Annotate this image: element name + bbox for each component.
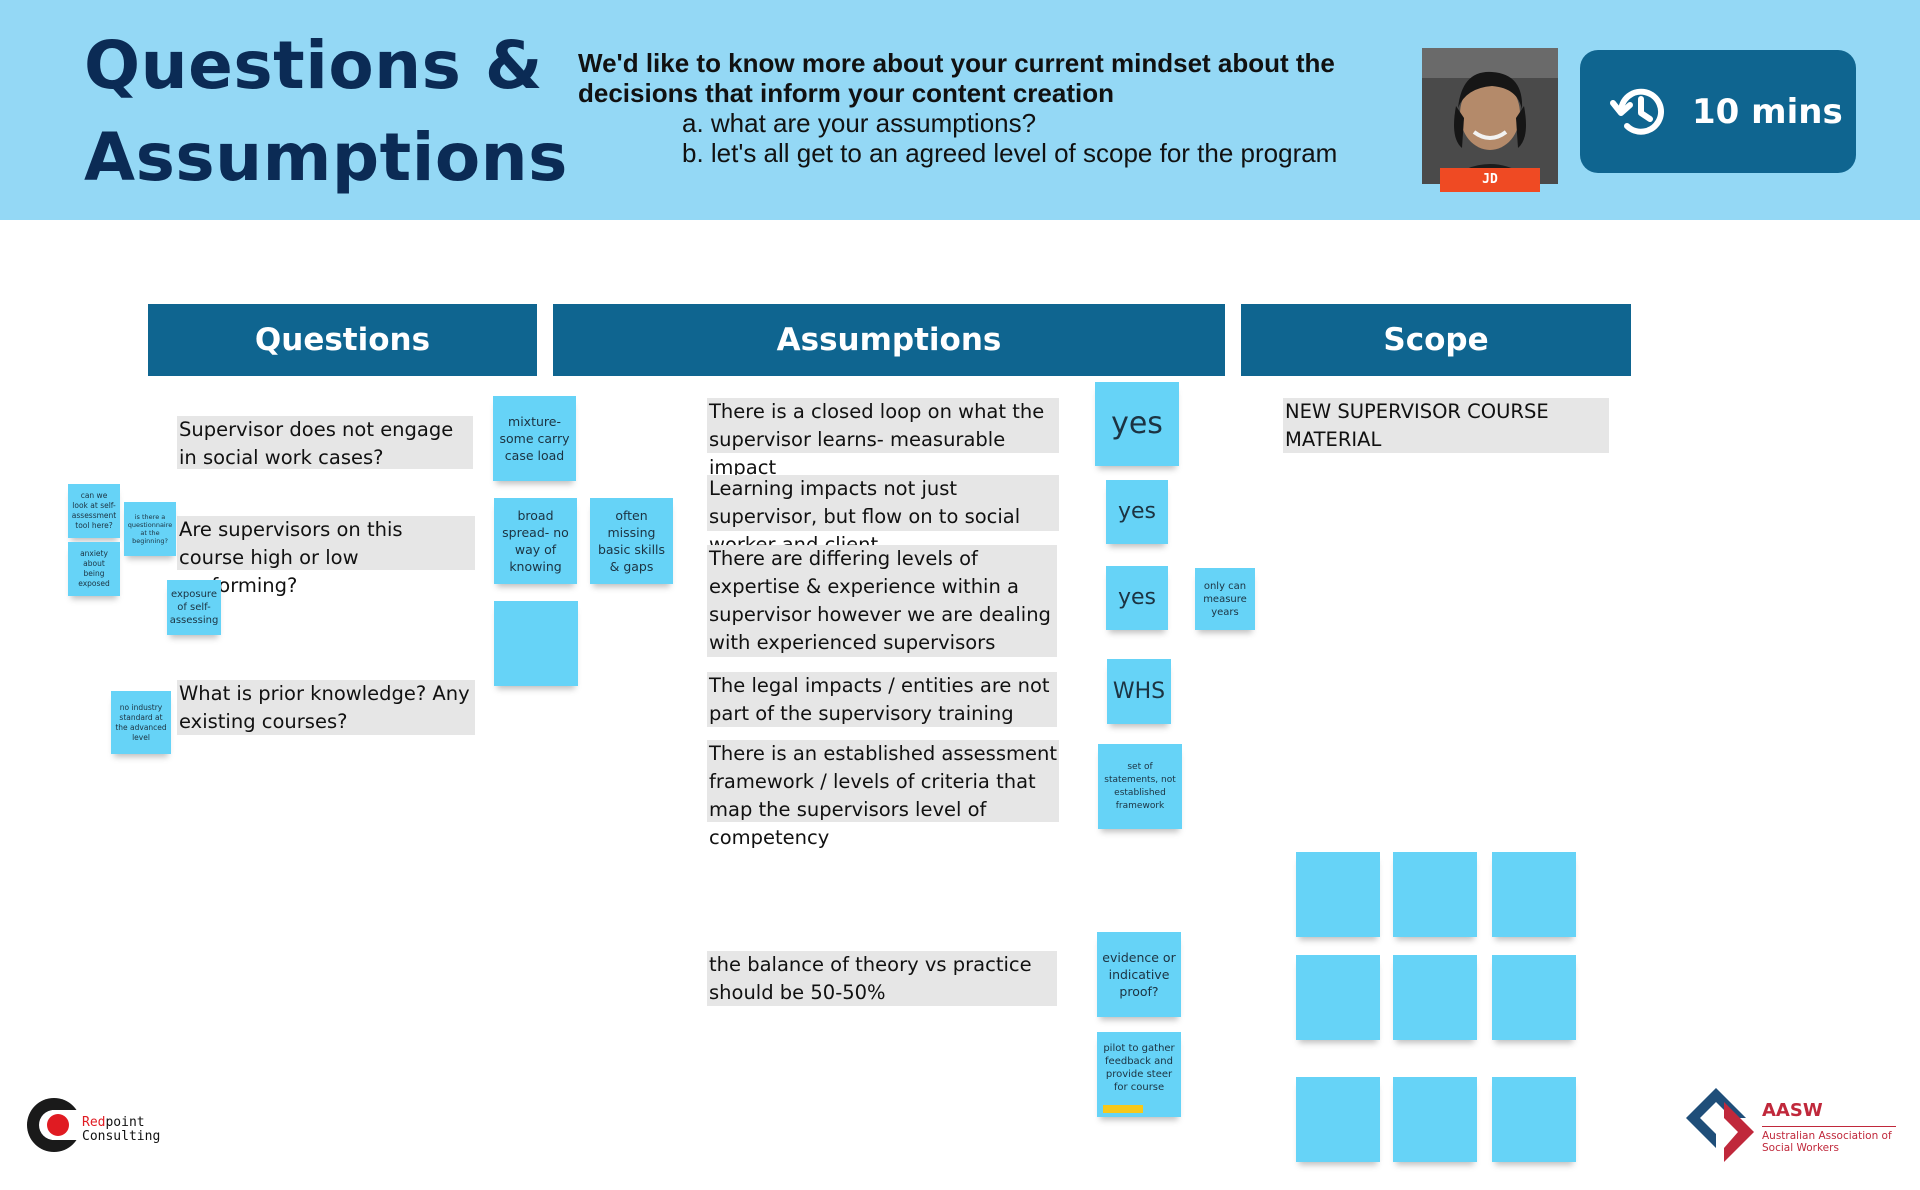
sticky-note-empty[interactable]: [1296, 852, 1380, 937]
timer-label: 10 mins: [1692, 92, 1843, 132]
redpoint-red-text: Red: [82, 1115, 105, 1130]
sticky-note[interactable]: yes: [1106, 566, 1168, 630]
sticky-note[interactable]: mixture-some carry case load: [493, 396, 576, 481]
assumption-card[interactable]: The legal impacts / entities are not par…: [707, 672, 1057, 727]
question-card[interactable]: Supervisor does not engage in social wor…: [177, 416, 473, 469]
sticky-note[interactable]: yes: [1095, 382, 1179, 466]
assumption-card[interactable]: There is a closed loop on what the super…: [707, 398, 1059, 453]
prompt-item-b: b. let's all get to an agreed level of s…: [578, 138, 1378, 168]
prompt-block: We'd like to know more about your curren…: [578, 48, 1378, 168]
timer-badge: 10 mins: [1580, 50, 1856, 173]
redpoint-logo: Redpoint Consulting: [24, 1090, 184, 1160]
question-card[interactable]: Are supervisors on this course high or l…: [177, 516, 475, 570]
sticky-note[interactable]: often missing basic skills & gaps: [590, 498, 673, 584]
person-photo-icon: [1422, 48, 1558, 184]
prompt-item-a: a. what are your assumptions?: [578, 108, 1378, 138]
questions-column-header: Questions: [148, 304, 537, 376]
sticky-note[interactable]: can we look at self-assessment tool here…: [68, 484, 120, 538]
scope-card[interactable]: NEW SUPERVISOR COURSE MATERIAL: [1283, 398, 1609, 453]
sticky-note[interactable]: anxiety about being exposed: [68, 542, 120, 596]
sticky-note-empty[interactable]: [1393, 852, 1477, 937]
title-line-2: Assumptions: [84, 112, 568, 204]
aasw-brand: AASW: [1762, 1100, 1823, 1121]
sticky-note-empty[interactable]: [1296, 1077, 1380, 1162]
sticky-note[interactable]: only can measure years: [1195, 568, 1255, 630]
question-card[interactable]: What is prior knowledge? Any existing co…: [177, 680, 475, 735]
sticky-note[interactable]: exposure of self-assessing: [167, 580, 221, 635]
aasw-logo: AASW Australian Association of Social Wo…: [1680, 1084, 1900, 1164]
sticky-note-empty[interactable]: [1492, 852, 1576, 937]
sticky-note[interactable]: is there a questionnaire at the beginnin…: [124, 502, 176, 556]
sticky-note[interactable]: broad spread- no way of knowing: [494, 498, 577, 584]
redpoint-point-text: point: [105, 1115, 144, 1130]
prompt-question: We'd like to know more about your curren…: [578, 48, 1378, 108]
assumptions-column-header: Assumptions: [553, 304, 1225, 376]
sticky-note-empty[interactable]: [1393, 1077, 1477, 1162]
highlight-marker: [1103, 1105, 1143, 1113]
sticky-note-empty[interactable]: [1492, 955, 1576, 1040]
facilitator-tag: JD: [1440, 168, 1540, 192]
title-line-1: Questions &: [84, 20, 568, 112]
assumption-card[interactable]: the balance of theory vs practice should…: [707, 951, 1057, 1006]
sticky-note[interactable]: set of statements, not established frame…: [1098, 744, 1182, 829]
history-clock-icon: [1608, 79, 1674, 145]
sticky-note[interactable]: no industry standard at the advanced lev…: [111, 691, 171, 754]
sticky-note[interactable]: WHS: [1107, 659, 1171, 724]
assumption-card[interactable]: There are differing levels of expertise …: [707, 545, 1057, 657]
page-title: Questions & Assumptions: [84, 20, 568, 204]
aasw-emblem-icon: [1680, 1084, 1760, 1164]
sticky-note-empty[interactable]: [1492, 1077, 1576, 1162]
sticky-note[interactable]: evidence or indicative proof?: [1097, 932, 1181, 1017]
sticky-note[interactable]: yes: [1106, 480, 1168, 544]
sticky-note-empty[interactable]: [494, 601, 578, 686]
aasw-divider: [1762, 1126, 1896, 1127]
gear-logo-icon: [24, 1090, 84, 1160]
facilitator-avatar: [1422, 48, 1558, 184]
redpoint-wordmark: Redpoint Consulting: [82, 1116, 160, 1144]
redpoint-consulting-text: Consulting: [82, 1129, 160, 1144]
scope-column-header: Scope: [1241, 304, 1631, 376]
sticky-note-empty[interactable]: [1393, 955, 1477, 1040]
assumption-card[interactable]: Learning impacts not just supervisor, bu…: [707, 475, 1059, 531]
aasw-subtitle: Australian Association of Social Workers: [1762, 1130, 1902, 1154]
sticky-note-empty[interactable]: [1296, 955, 1380, 1040]
assumption-card[interactable]: There is an established assessment frame…: [707, 740, 1059, 822]
